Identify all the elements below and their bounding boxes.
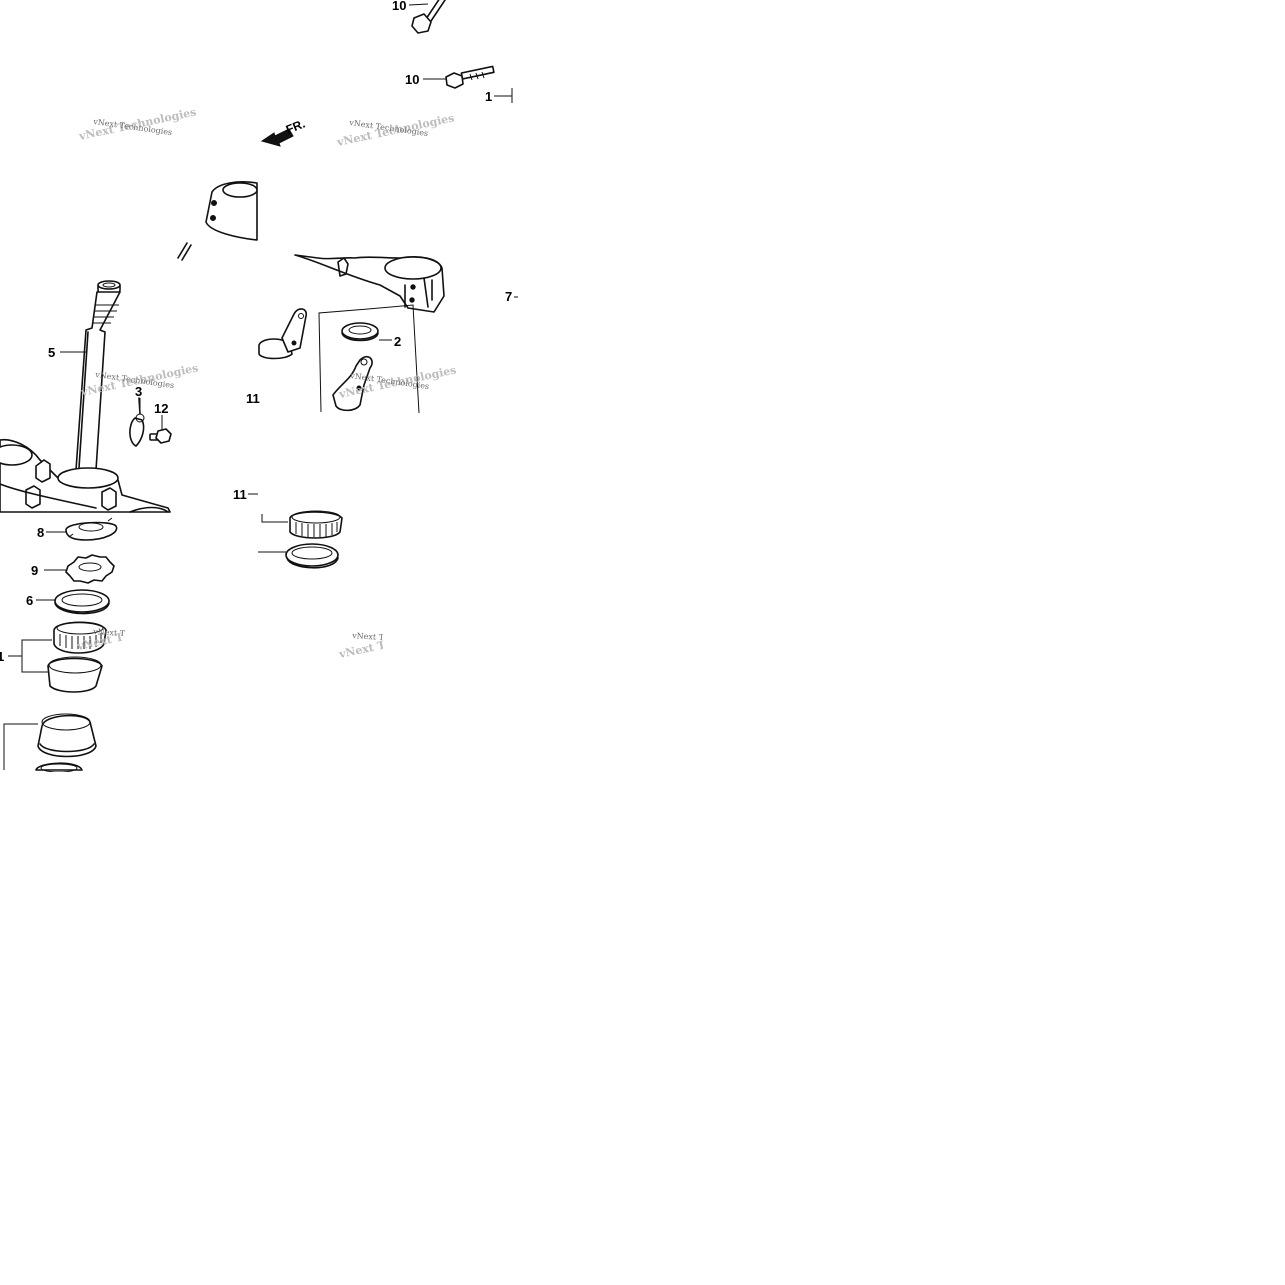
bolt-10-top	[411, 0, 446, 34]
crop-mask-right	[383, 620, 443, 670]
bearing-upper-left	[53, 621, 107, 654]
callout-12: 12	[154, 401, 168, 416]
dust-seal-6	[54, 589, 110, 615]
leader-11-lower-bracket	[261, 514, 288, 523]
front-direction-arrow: FR.	[260, 117, 307, 147]
callout-11-lower: 11	[233, 487, 247, 502]
callout-7: 7	[505, 289, 512, 304]
lower-bearing-race	[37, 713, 97, 758]
lock-washer-8	[65, 517, 118, 541]
callout-3: 3	[135, 384, 142, 399]
lower-fork-bridge	[0, 438, 171, 513]
callout-10-mid: 10	[405, 72, 419, 87]
bolt-10-mid	[445, 65, 495, 89]
callout-8: 8	[37, 525, 44, 540]
leader-lower-race	[3, 723, 38, 770]
upper-fork-bridge	[205, 181, 258, 241]
cable-guide-box	[318, 304, 420, 414]
watermark-2: vNext Technologies vNext Technologies	[335, 111, 456, 149]
cable-guide-bracket	[332, 355, 373, 412]
handlebar-holder	[294, 254, 445, 313]
bearing-race-upper-right	[285, 543, 339, 569]
callout-2: 2	[394, 334, 401, 349]
bearing-upper-right	[289, 510, 343, 539]
leader-10-top	[408, 3, 429, 6]
grommet-2	[341, 322, 379, 342]
crop-mask-upper	[258, 150, 338, 254]
fr-label: FR.	[284, 117, 307, 137]
callout-9: 9	[31, 563, 38, 578]
cable-clamp-left	[258, 308, 308, 360]
cable-clip-3	[129, 397, 145, 447]
watermark-1: vNext Technologies vNext Technologies	[77, 105, 198, 143]
callout-6: 6	[26, 593, 33, 608]
watermark-text-5: vNext T	[92, 627, 126, 638]
crop-mask-bottom	[0, 772, 520, 1285]
bolt-12	[149, 428, 172, 444]
lock-nut-9	[65, 554, 115, 584]
callout-10-top: 10	[392, 0, 406, 13]
callout-1-left: 1	[0, 649, 4, 664]
watermark-6: vNext T vNext T	[337, 631, 388, 661]
crop-mask-lower	[0, 513, 55, 521]
bearing-race-left	[47, 656, 103, 693]
callout-5: 5	[48, 345, 55, 360]
lower-bearing-partial	[35, 762, 83, 773]
watermark-text-6: vNext T	[351, 631, 385, 642]
bolt-upper-left	[177, 242, 192, 261]
callout-11-upper: 11	[246, 391, 260, 406]
callout-1-top: 1	[485, 89, 492, 104]
